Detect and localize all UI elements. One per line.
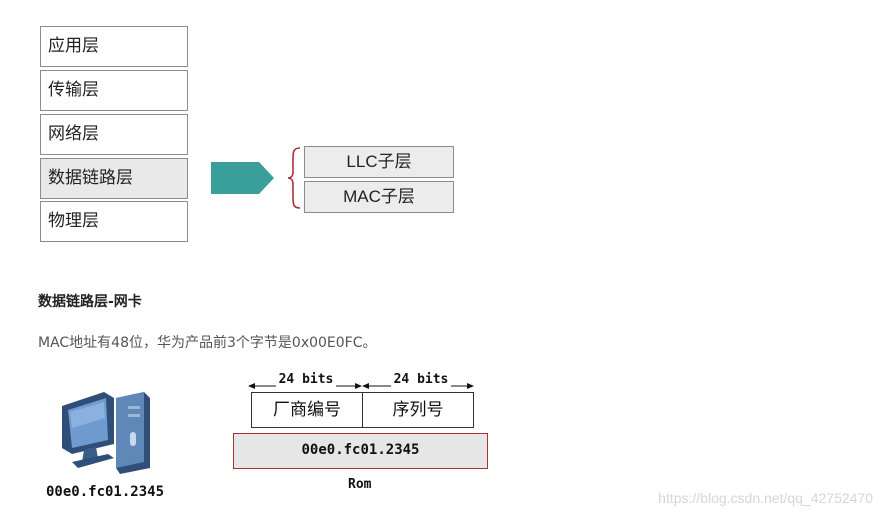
layer-network: 网络层: [40, 114, 188, 155]
section-heading: 数据链路层-网卡: [38, 291, 142, 311]
sublayer-mac: MAC子层: [304, 181, 454, 213]
bits-label-right: 24 bits: [366, 372, 476, 388]
pc-mac-address: 00e0.fc01.2345: [46, 484, 164, 500]
layer-application: 应用层: [40, 26, 188, 67]
layer-transport: 传输层: [40, 70, 188, 111]
field-serial-number: 序列号: [362, 392, 474, 428]
layer-data-link: 数据链路层: [40, 158, 188, 199]
bits-label-left: 24 bits: [251, 372, 361, 388]
computer-icon: [58, 388, 154, 474]
rom-label: Rom: [348, 477, 371, 492]
rom-mac-address: 00e0.fc01.2345: [233, 433, 488, 469]
watermark: https://blog.csdn.net/qq_42752470: [658, 490, 873, 506]
layer-physical: 物理层: [40, 201, 188, 242]
field-vendor-id: 厂商编号: [251, 392, 363, 428]
arrow-right-icon: [211, 162, 275, 194]
section-description: MAC地址有48位，华为产品前3个字节是0x00E0FC。: [38, 332, 377, 352]
brace-icon: [286, 146, 302, 210]
sublayer-llc: LLC子层: [304, 146, 454, 178]
